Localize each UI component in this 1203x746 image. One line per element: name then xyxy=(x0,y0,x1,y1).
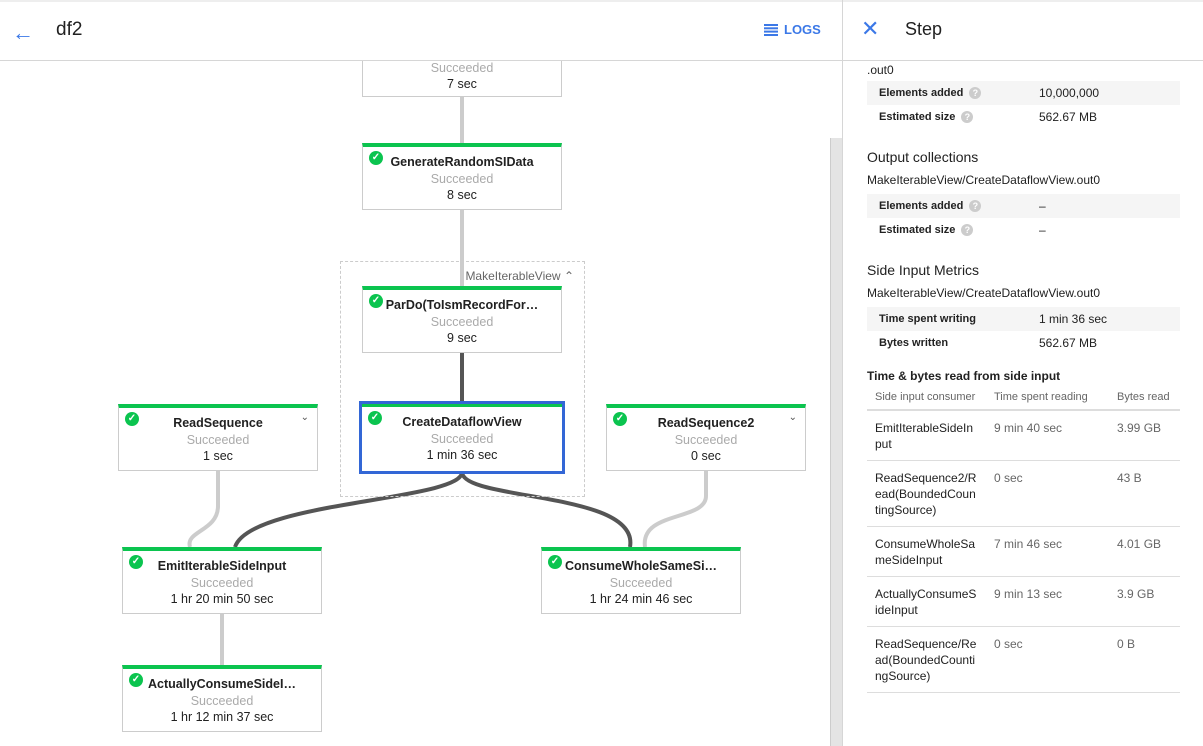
side-input-name: MakeIterableView/CreateDataflowView.out0 xyxy=(867,286,1101,300)
side-input-table-heading: Time & bytes read from side input xyxy=(867,369,1061,383)
logs-label: LOGS xyxy=(784,22,821,37)
edge xyxy=(642,471,708,548)
help-icon[interactable]: ? xyxy=(969,87,982,99)
check-icon: ✓ xyxy=(368,411,382,425)
column-header: Bytes read xyxy=(1109,387,1180,411)
check-icon: ✓ xyxy=(548,555,562,569)
output-collection-name: MakeIterableView/CreateDataflowView.out0 xyxy=(867,173,1101,187)
divider xyxy=(842,0,843,746)
help-icon[interactable]: ? xyxy=(961,111,974,123)
side-input-metrics-heading: Side Input Metrics xyxy=(867,262,980,278)
panel-title: Step xyxy=(905,19,943,39)
job-title: df2 xyxy=(56,19,83,40)
metric-row: Estimated size?562.67 MB xyxy=(867,105,1180,129)
back-arrow-icon[interactable]: ← xyxy=(12,20,34,45)
edge xyxy=(460,471,633,548)
close-icon[interactable]: ✕ xyxy=(861,16,880,41)
list-icon xyxy=(764,23,778,36)
bytes-cell: 4.01 GB xyxy=(1109,526,1180,577)
logs-button[interactable]: LOGS xyxy=(764,22,821,37)
help-icon[interactable]: ? xyxy=(961,224,974,236)
consumer-cell: ReadSequence2/Read(BoundedCountingSource… xyxy=(867,460,986,527)
time-cell: 9 min 13 sec xyxy=(986,576,1109,627)
metric-row: Elements added?10,000,000 xyxy=(867,81,1180,105)
graph-edges xyxy=(187,94,708,665)
time-cell: 7 min 46 sec xyxy=(986,526,1109,577)
bytes-cell: 0 B xyxy=(1109,626,1180,693)
graph-scrollbar[interactable] xyxy=(830,138,842,746)
metric-row: Estimated size?– xyxy=(867,218,1180,242)
check-icon: ✓ xyxy=(613,412,627,426)
step-panel: .out0 Elements added?10,000,000 Estimate… xyxy=(843,0,1203,746)
check-icon: ✓ xyxy=(129,673,143,687)
time-cell: 0 sec xyxy=(986,460,1109,527)
edge xyxy=(233,471,464,548)
side-input-table: Side input consumer Time spent reading B… xyxy=(867,387,1180,693)
group-makeiterableview: MakeIterableView ⌃ xyxy=(340,261,585,497)
panel-header: ✕ Step xyxy=(843,0,1203,61)
time-cell: 9 min 40 sec xyxy=(986,410,1109,461)
consumer-cell: ReadSequence/Read(BoundedCountingSource) xyxy=(867,626,986,693)
table-row: ReadSequence2/Read(BoundedCountingSource… xyxy=(867,460,1180,527)
table-row: ReadSequence/Read(BoundedCountingSource)… xyxy=(867,626,1180,693)
column-header: Side input consumer xyxy=(867,387,986,411)
metric-row: Elements added?– xyxy=(867,194,1180,218)
group-label[interactable]: MakeIterableView ⌃ xyxy=(465,269,574,283)
output-collections-heading: Output collections xyxy=(867,149,979,165)
check-icon: ✓ xyxy=(369,151,383,165)
time-cell: 0 sec xyxy=(986,626,1109,693)
help-icon[interactable]: ? xyxy=(969,200,982,212)
check-icon: ✓ xyxy=(129,555,143,569)
chevron-down-icon[interactable]: ⌄ xyxy=(788,412,797,423)
column-header: Time spent reading xyxy=(986,387,1109,411)
top-bar: ← df2 LOGS xyxy=(0,0,843,61)
consumer-cell: ActuallyConsumeSideInput xyxy=(867,576,986,627)
check-icon: ✓ xyxy=(125,412,139,426)
consumer-cell: EmitIterableSideInput xyxy=(867,410,986,461)
collection-name-cut: .out0 xyxy=(867,63,894,77)
bytes-cell: 3.9 GB xyxy=(1109,576,1180,627)
bytes-cell: 3.99 GB xyxy=(1109,410,1180,461)
chevron-down-icon[interactable]: ⌄ xyxy=(300,412,309,423)
bytes-cell: 43 B xyxy=(1109,460,1180,527)
consumer-cell: ConsumeWholeSameSideInput xyxy=(867,526,986,577)
edge xyxy=(187,471,220,548)
check-icon: ✓ xyxy=(369,294,383,308)
